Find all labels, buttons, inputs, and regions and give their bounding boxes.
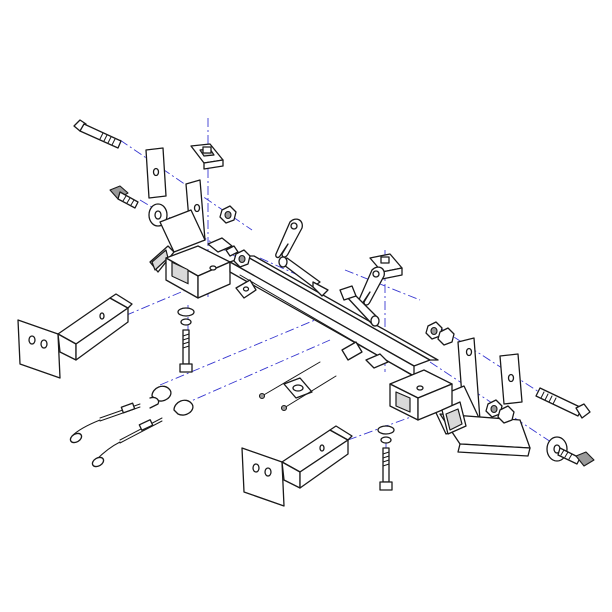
centerline-right-pin — [344, 269, 421, 301]
spacer-plate-right[interactable] — [499, 353, 523, 405]
hairpin-clip-right[interactable] — [357, 266, 385, 307]
vertical-bolt-right[interactable] — [377, 425, 395, 491]
crossbar-tab-right — [341, 341, 363, 361]
centerline-left-pin — [259, 257, 301, 277]
clip-nut-left[interactable] — [190, 143, 224, 170]
hitch-pin-left[interactable] — [278, 256, 329, 297]
removable-arm-left[interactable] — [17, 293, 133, 379]
screws-center[interactable] — [258, 361, 337, 412]
center-plate[interactable] — [283, 377, 313, 399]
mount-bracket-left[interactable] — [149, 179, 206, 273]
nut-left[interactable] — [219, 205, 237, 224]
hitch-pin-right[interactable] — [339, 285, 380, 327]
vertical-bolt-left[interactable] — [177, 307, 195, 373]
crossbar-nut-left[interactable] — [225, 245, 251, 268]
long-bolt-right[interactable] — [535, 387, 591, 419]
main-crossbar[interactable] — [229, 255, 439, 381]
short-bolt-left[interactable] — [109, 185, 139, 209]
hairpin-clip-left[interactable] — [275, 218, 303, 259]
short-bolt-right[interactable] — [557, 447, 595, 467]
spacer-plate-left[interactable] — [145, 147, 167, 199]
nut-right[interactable] — [425, 321, 455, 346]
receiver-left[interactable] — [165, 237, 233, 299]
receiver-right[interactable] — [365, 353, 467, 435]
safety-cable-upper[interactable] — [69, 385, 172, 444]
centerline-cable-lower — [181, 339, 331, 406]
crossbar-tab-left — [235, 279, 257, 299]
long-bolt-left[interactable] — [73, 119, 122, 149]
centerline-right-short-bolt — [429, 361, 561, 449]
removable-arm-right[interactable] — [241, 425, 353, 507]
centerline-cable-upper — [159, 319, 316, 386]
crossbar-nut-right[interactable] — [485, 399, 515, 424]
safety-cable-lower[interactable] — [91, 399, 194, 468]
